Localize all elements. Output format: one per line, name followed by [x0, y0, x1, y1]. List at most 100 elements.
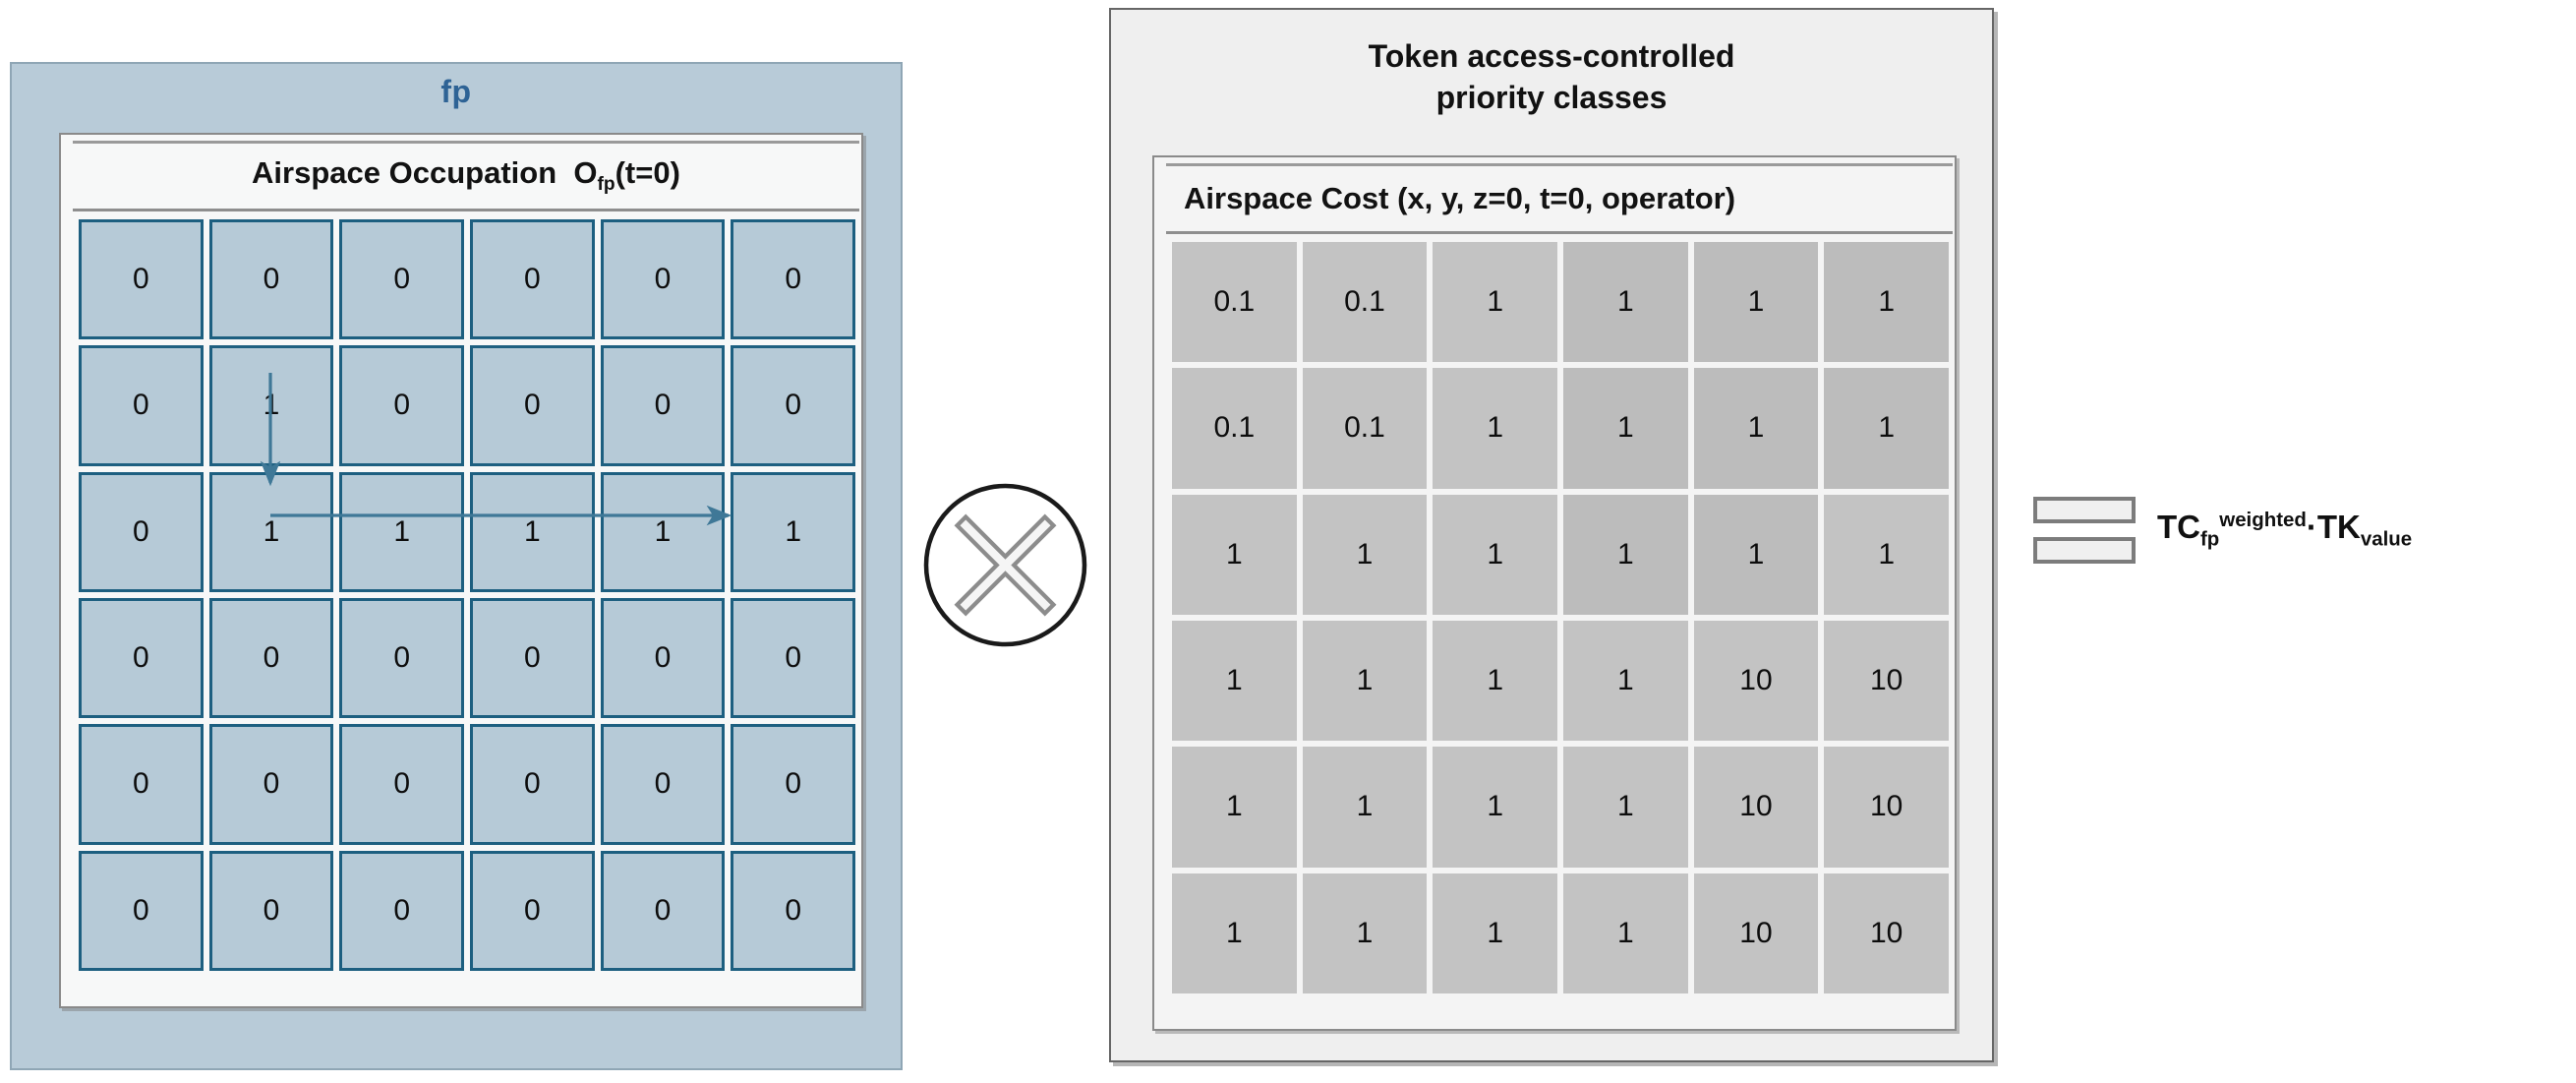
occupancy-cell[interactable]: 0 [339, 219, 464, 340]
occupancy-cell[interactable]: 1 [339, 471, 464, 592]
cost-cell[interactable]: 1 [1433, 621, 1557, 742]
cost-cell[interactable]: 1 [1824, 368, 1949, 489]
cost-cell[interactable]: 10 [1693, 621, 1819, 742]
airspace-occupation-inner-frame: Airspace Occupation Ofp(t=0) 0 0 0 0 0 0… [59, 133, 863, 1008]
cost-cell[interactable]: 0.1 [1302, 368, 1428, 489]
occupancy-cell[interactable]: 0 [600, 850, 726, 971]
equals-bar-top [2033, 497, 2136, 523]
airspace-cost-inner-frame: Airspace Cost (x, y, z=0, t=0, operator)… [1152, 155, 1957, 1031]
cost-cell[interactable]: 1 [1433, 368, 1557, 489]
airspace-cost-table-header: Airspace Cost (x, y, z=0, t=0, operator) [1166, 163, 1953, 234]
token-priority-classes-panel: Token access-controlled priority classes… [1109, 8, 1994, 1062]
cost-cell[interactable]: 1 [1172, 621, 1297, 742]
panel-title-fp: fp [440, 74, 472, 109]
cost-cell[interactable]: 1 [1562, 368, 1688, 489]
cost-cell[interactable]: 1 [1562, 242, 1688, 363]
cost-cell[interactable]: 10 [1824, 872, 1949, 993]
occupancy-cell[interactable]: 0 [339, 345, 464, 466]
cost-cell[interactable]: 1 [1433, 242, 1557, 363]
cost-cell[interactable]: 1 [1562, 494, 1688, 615]
result-legend: TCfpweighted·TKvalue [2033, 497, 2412, 564]
formula-base-tk: TK [2316, 509, 2361, 546]
cost-cell[interactable]: 0.1 [1172, 242, 1297, 363]
occupancy-cell[interactable]: 1 [208, 471, 334, 592]
cost-cell[interactable]: 1 [1172, 747, 1297, 868]
occupancy-cell[interactable]: 0 [469, 598, 595, 719]
occupancy-cell[interactable]: 0 [600, 219, 726, 340]
panel-title-line1: Token access-controlled [1368, 38, 1735, 74]
cost-cell[interactable]: 1 [1172, 494, 1297, 615]
occupancy-cell[interactable]: 0 [600, 345, 726, 466]
cost-cell[interactable]: 1 [1562, 621, 1688, 742]
airspace-occupation-panel: fp Airspace Occupation Ofp(t=0) 0 0 0 0 … [10, 62, 903, 1070]
occupancy-cell[interactable]: 1 [600, 471, 726, 592]
cost-cell[interactable]: 1 [1824, 494, 1949, 615]
occupancy-cell[interactable]: 0 [469, 850, 595, 971]
cost-cell[interactable]: 1 [1433, 747, 1557, 868]
cost-cell[interactable]: 1 [1433, 494, 1557, 615]
occupancy-cell[interactable]: 1 [731, 471, 855, 592]
occupancy-cell[interactable]: 0 [731, 724, 855, 845]
cost-cell[interactable]: 10 [1824, 621, 1949, 742]
occupancy-cell[interactable]: 0 [79, 345, 204, 466]
cost-cell[interactable]: 1 [1302, 494, 1428, 615]
occupancy-cell[interactable]: 0 [339, 850, 464, 971]
occupancy-cell[interactable]: 0 [469, 345, 595, 466]
occupancy-cell[interactable]: 0 [731, 219, 855, 340]
cost-cell[interactable]: 1 [1693, 368, 1819, 489]
formula-base-tc: TC [2157, 509, 2200, 546]
formula-sub-fp: fp [2200, 527, 2220, 551]
occupancy-cell[interactable]: 0 [208, 219, 334, 340]
cost-cell[interactable]: 1 [1302, 747, 1428, 868]
cost-cell[interactable]: 1 [1562, 747, 1688, 868]
airspace-occupation-grid: 0 0 0 0 0 0 0 1 0 0 0 0 0 1 1 1 1 1 0 0 … [75, 215, 859, 975]
occupancy-cell[interactable]: 0 [469, 219, 595, 340]
occupancy-cell[interactable]: 0 [339, 724, 464, 845]
occupancy-cell[interactable]: 0 [79, 219, 204, 340]
occupancy-cell[interactable]: 0 [731, 850, 855, 971]
occupancy-cell[interactable]: 0 [339, 598, 464, 719]
occupancy-cell[interactable]: 0 [469, 724, 595, 845]
formula-sup-weighted: weighted [2219, 509, 2307, 532]
cost-cell[interactable]: 0.1 [1302, 242, 1428, 363]
occupancy-cell[interactable]: 0 [79, 598, 204, 719]
cost-cell[interactable]: 0.1 [1172, 368, 1297, 489]
cost-cell[interactable]: 1 [1302, 872, 1428, 993]
occupancy-cell[interactable]: 1 [469, 471, 595, 592]
panel-title-line2: priority classes [1435, 80, 1668, 116]
occupancy-cell[interactable]: 1 [208, 345, 334, 466]
occupancy-cell[interactable]: 0 [79, 724, 204, 845]
cost-cell[interactable]: 1 [1302, 621, 1428, 742]
cost-cell[interactable]: 1 [1693, 242, 1819, 363]
cost-cell[interactable]: 1 [1693, 494, 1819, 615]
cost-cell[interactable]: 1 [1172, 872, 1297, 993]
occupancy-cell[interactable]: 0 [208, 598, 334, 719]
airspace-occupation-header-text: Airspace Occupation Ofp(t=0) [252, 155, 680, 196]
multiply-circle-icon [923, 483, 1087, 647]
occupancy-cell[interactable]: 0 [79, 850, 204, 971]
cost-cell[interactable]: 10 [1693, 872, 1819, 993]
formula-operator-dot: · [2306, 509, 2317, 546]
occupancy-cell[interactable]: 0 [731, 345, 855, 466]
formula-sub-value: value [2360, 527, 2413, 551]
cost-cell[interactable]: 10 [1824, 747, 1949, 868]
result-formula: TCfpweighted·TKvalue [2157, 509, 2412, 552]
occupancy-cell[interactable]: 0 [600, 724, 726, 845]
equals-bar-bottom [2033, 537, 2136, 564]
equals-sign-icon [2033, 497, 2136, 564]
occupancy-cell[interactable]: 0 [208, 850, 334, 971]
cost-cell[interactable]: 1 [1562, 872, 1688, 993]
occupancy-cell[interactable]: 0 [79, 471, 204, 592]
cost-cell[interactable]: 10 [1693, 747, 1819, 868]
airspace-cost-grid: 0.1 0.1 1 1 1 1 0.1 0.1 1 1 1 1 1 1 1 1 … [1168, 238, 1953, 997]
airspace-occupation-table-header: Airspace Occupation Ofp(t=0) [73, 141, 859, 211]
cost-cell[interactable]: 1 [1433, 872, 1557, 993]
header-subscript: fp [597, 174, 615, 196]
occupancy-cell[interactable]: 0 [208, 724, 334, 845]
header-prefix: Airspace Occupation O [252, 155, 598, 191]
airspace-cost-header-text: Airspace Cost (x, y, z=0, t=0, operator) [1184, 181, 1736, 215]
occupancy-cell[interactable]: 0 [731, 598, 855, 719]
header-suffix: (t=0) [615, 155, 680, 191]
cost-cell[interactable]: 1 [1824, 242, 1949, 363]
occupancy-cell[interactable]: 0 [600, 598, 726, 719]
